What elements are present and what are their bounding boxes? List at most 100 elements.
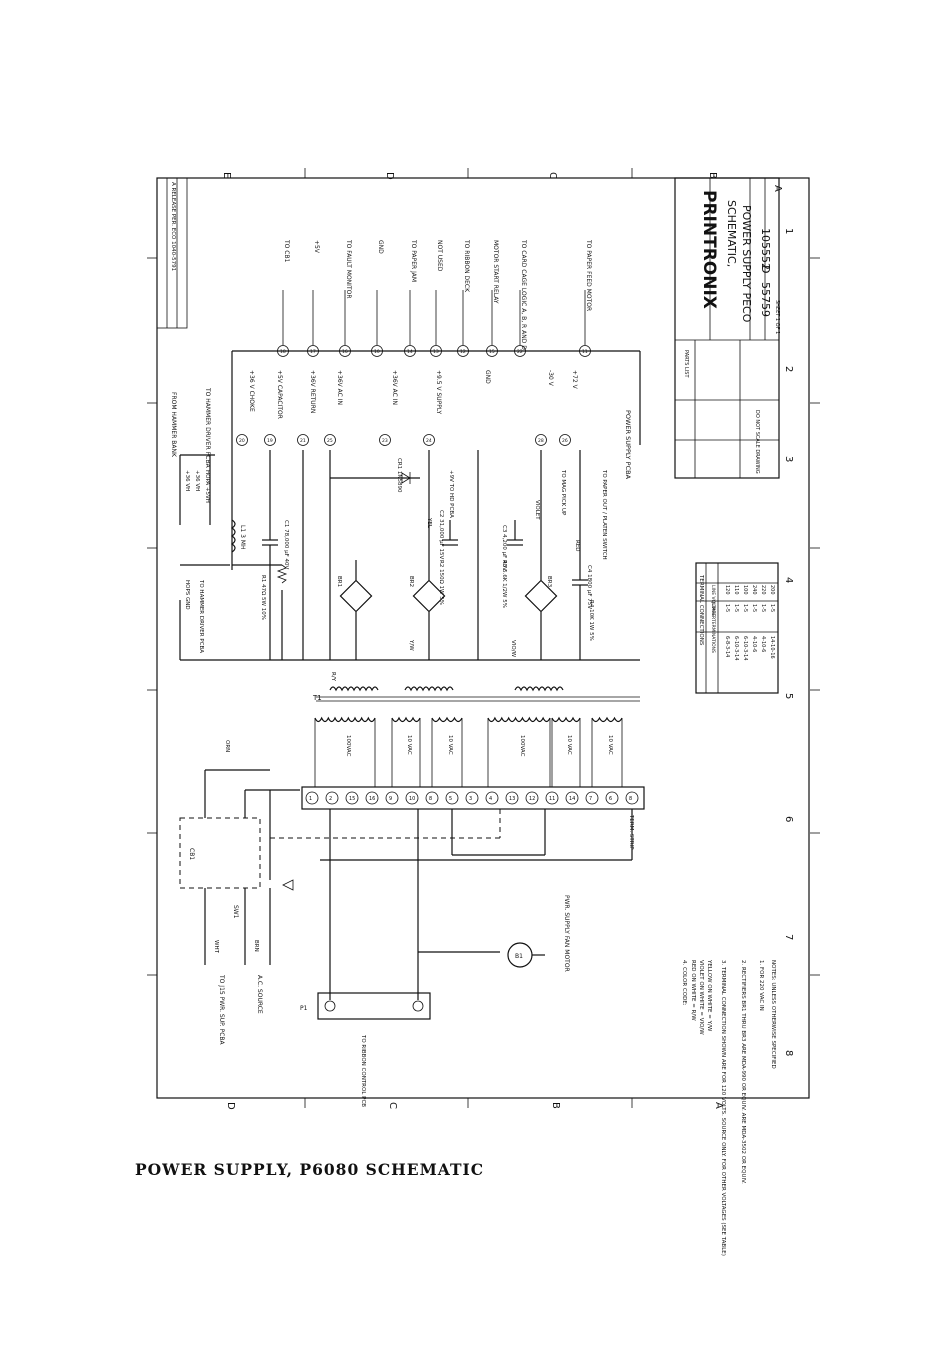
note-line: VIOLET ON WHITE = VIO/W: [698, 960, 704, 1035]
zone-number-7: 7: [783, 934, 794, 940]
rail-label: +36V RETURN: [309, 370, 316, 413]
figure-caption: POWER SUPPLY, P6080 SCHEMATIC: [135, 1160, 485, 1179]
terminal-pin: [545, 791, 559, 805]
table-cell: 6-8-3-14: [724, 636, 730, 657]
l1-label: L1 3 MH: [239, 525, 246, 549]
rail-pin: [236, 434, 248, 446]
r1-label: R1 47Ω 5W 10%: [260, 575, 266, 620]
table-cell: 110: [733, 585, 739, 595]
zone-number-3: 3: [783, 456, 794, 462]
terminal-pin-number: 16: [369, 796, 375, 802]
rail-pin-number: 26: [562, 438, 568, 444]
terminal-pin-number: 11: [549, 796, 555, 802]
output-label: TO CB1: [283, 239, 290, 263]
cb1-label: CB1: [188, 848, 195, 860]
brn-label: BRN: [253, 940, 259, 952]
terminal-pin: [365, 791, 379, 805]
terminal-pin: [505, 791, 519, 805]
violet-label: VIOLET: [534, 500, 540, 520]
to-mag-label: TO MAG PICK UP: [560, 469, 566, 516]
primary-winding: [487, 716, 551, 723]
cr1-label: CR1 1N5890: [396, 458, 402, 493]
rail-pin: [297, 434, 309, 446]
rail-pin: [423, 434, 435, 446]
note-line: YELLOW ON WHITE = Y/W: [706, 959, 712, 1032]
rail-label: +5V CAPACITOR: [276, 370, 283, 419]
table-cell: 220: [760, 585, 766, 595]
terminal-pin: [465, 791, 479, 805]
zone-letter-bottom-c: C: [387, 1102, 398, 1109]
zone-number-5: 5: [783, 693, 794, 699]
winding-label: 100VAC: [519, 735, 525, 757]
rail-pin-number: 28: [538, 438, 544, 444]
br3-label: BR3: [546, 576, 552, 588]
terminal-pin: [445, 791, 459, 805]
zone-number-4: 4: [783, 577, 794, 583]
winding-label: 10 VAC: [406, 735, 412, 755]
to-paper-out-label: TO PAPER OUT / PLATEN SWITCH: [601, 469, 607, 560]
terminal-pin: [425, 791, 439, 805]
terminal-pin-number: 12: [529, 796, 535, 802]
rail-label: +72 V: [571, 370, 578, 390]
note-line: 4. COLOR CODE:: [681, 960, 687, 1006]
to-ribbon-label: TO RIBBON CONTROL PCB: [360, 1034, 366, 1107]
table-cell: 6-10-3-14: [733, 636, 739, 661]
zone-letter-top-c: C: [547, 172, 558, 179]
terminal-pin-number: 13: [509, 796, 515, 802]
wht-label: WHT: [213, 940, 219, 954]
zone-letter-top-d: D: [384, 172, 395, 180]
terminal-pin-number: 15: [349, 796, 355, 802]
ac-source: WHT BRN TO J15 PWR. SUP. PCBA A.C. SOURC…: [204, 935, 271, 1046]
terminal-pin-number: 7: [589, 796, 592, 802]
zone-letter-bottom-a: A: [713, 1102, 724, 1109]
yel-label: YEL: [426, 517, 432, 529]
rail-label: +36V AC IN: [336, 370, 343, 405]
output-bus: [231, 350, 641, 450]
table-title: TERMINAL CONNECTIONS: [698, 574, 704, 646]
table-header: TERMINATIONS: [710, 618, 716, 653]
drawing-number: 105552: [759, 228, 772, 270]
primary-winding: [314, 716, 376, 723]
output-label: TO FAULT MONITOR: [345, 239, 352, 299]
output-pin-number: 16: [342, 349, 348, 355]
output-pin: [339, 345, 351, 357]
output-label: TO RIBBON DECK: [463, 239, 470, 293]
terminal-pin-number: 4: [489, 796, 492, 802]
terminal-pin: [405, 791, 419, 805]
terminal-pin: [525, 791, 539, 805]
orn-label: ORN: [224, 740, 230, 752]
output-pin: [457, 345, 469, 357]
rail-pin: [535, 434, 547, 446]
hammer-plus36: +36 VH: [184, 470, 190, 491]
drawing-border: [156, 177, 810, 1099]
rail-pin: [379, 434, 391, 446]
terminal-pin-number: 14: [569, 796, 575, 802]
note-line: 1. FOR 220 VAC IN: [758, 960, 764, 1011]
note-line: 2. RECTIFIERS BR1 THRU BR3 ARE MDA-990 O…: [740, 960, 746, 1184]
table-cell: 1-5: [742, 604, 748, 612]
zone-ticks: [147, 168, 820, 1108]
output-pin: [277, 345, 289, 357]
terminal-pin: [345, 791, 359, 805]
revision-block: A RELEASE PER. ECO 1040-5791: [156, 177, 188, 329]
output-pin-number: 10: [374, 349, 380, 355]
terminal-pin-number: 2: [329, 796, 332, 802]
c1-label: C1 78,000 µF 40V: [283, 520, 289, 569]
note-line: RED ON WHITE = R/W: [690, 960, 696, 1021]
rail-label: +9.5 V SUPPLY: [435, 370, 442, 414]
to-hammer-driver-2: TO HAMMER DRIVER PCBA: [198, 579, 204, 653]
terminal-connections-table: TERMINAL CONNECTIONS LINE VOLTAGEJUMPERT…: [695, 562, 779, 694]
table-cell: 6-10-3-14: [742, 636, 748, 661]
sec-label-1: R/Y: [330, 672, 336, 682]
c3-label: C3 4,200 µF 40V: [501, 525, 507, 571]
table-cell: 1-5: [751, 604, 757, 612]
fan-motor: B1 PWR. SUPPLY FAN MOTOR: [418, 895, 570, 972]
table-header: LINE VOLTAGE: [710, 585, 716, 617]
terminal-pin: [565, 791, 579, 805]
terminal-pin: [625, 791, 639, 805]
output-pin-number: 15: [489, 349, 495, 355]
rail-pin: [264, 434, 276, 446]
